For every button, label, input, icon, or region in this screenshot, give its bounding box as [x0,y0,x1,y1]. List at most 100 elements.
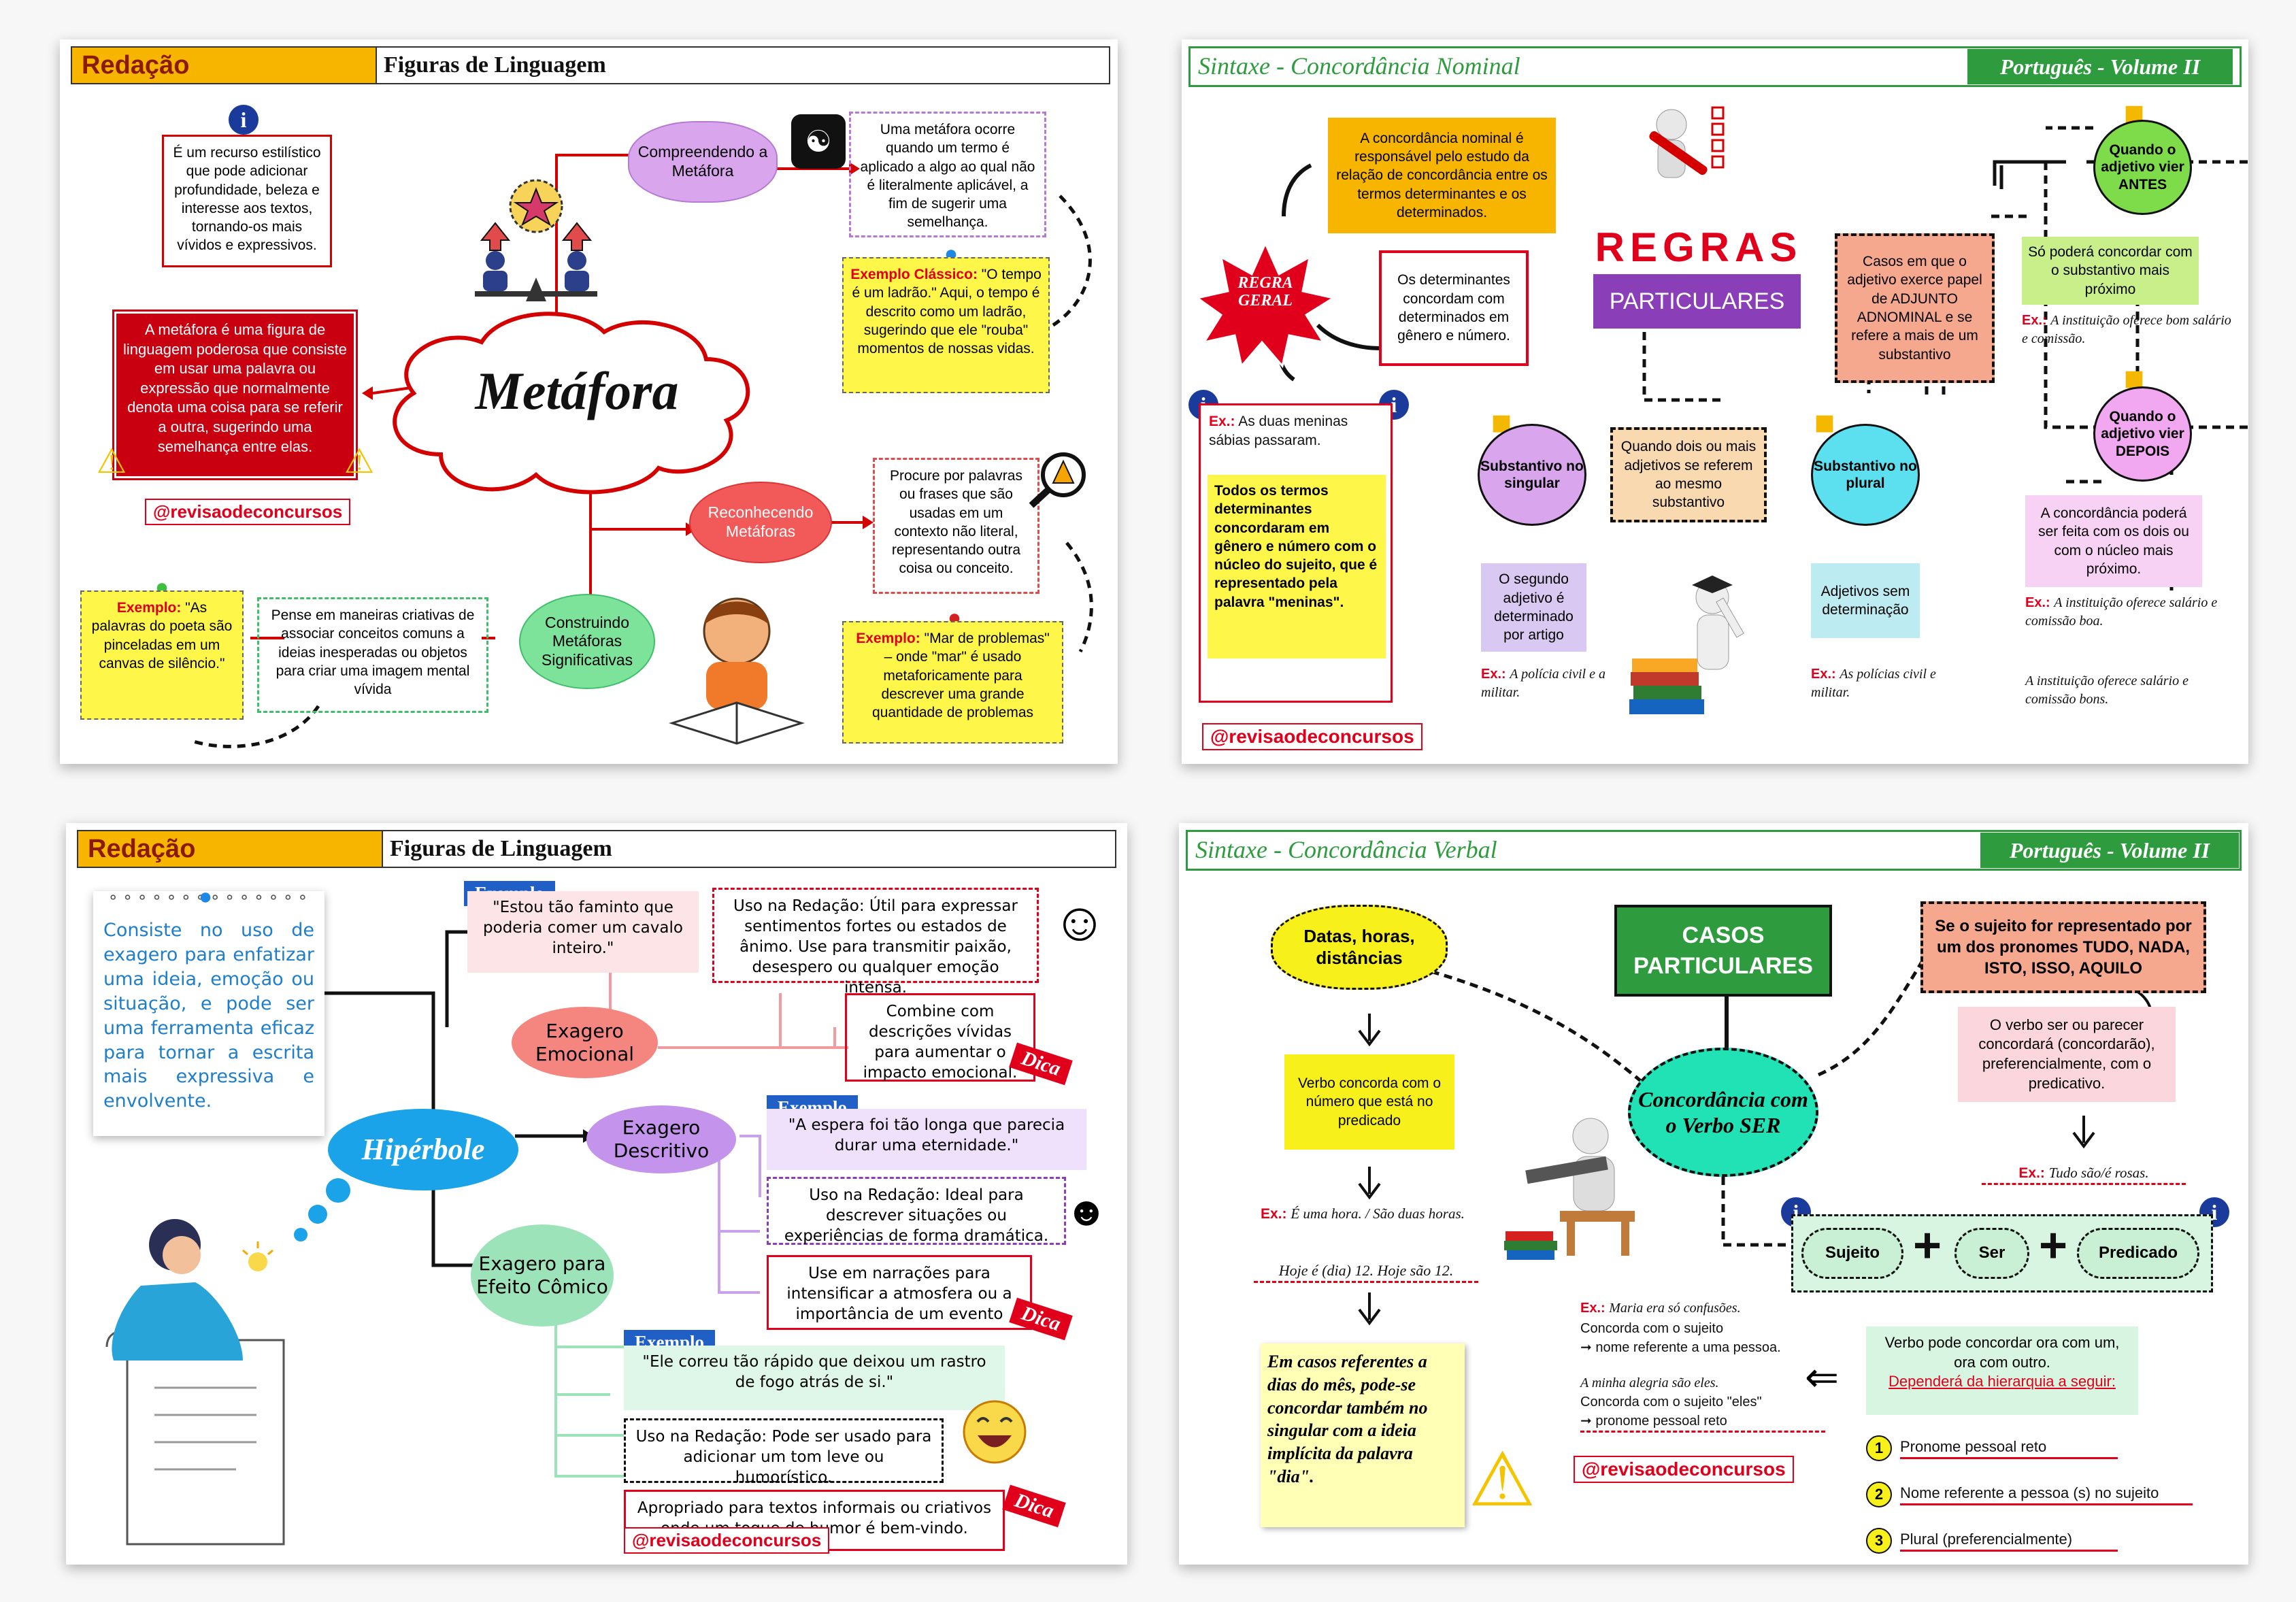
hierarchy-number-2: 2 [1866,1482,1892,1507]
ex-singular-text: A polícia civil e a militar. [1481,667,1605,700]
particulares-banner: PARTICULARES [1593,274,1801,329]
exemplo-mar-label: Exemplo: [856,631,920,646]
uso-comico-box: Uso na Redação: Pode ser usado para adic… [624,1418,944,1486]
ex-plural: Ex.: As polícias civil e militar. [1811,665,1947,702]
ex-alegria: A minha alegria são eles. [1580,1375,1719,1390]
node-reconhecendo: Reconhecendo Metáforas [689,482,832,563]
exemplo-mar-text: "Mar de problemas" – onde "mar" é usado … [871,631,1050,721]
verbo-pode-box: Verbo pode concordar ora com um, ora com… [1866,1326,2138,1415]
so-podera-box: Só poderá concordar com o substantivo ma… [2022,237,2199,305]
social-handle[interactable]: @revisaodeconcursos [1202,723,1422,750]
todos-termos-box: Todos os termos determinantes concordara… [1208,475,1386,658]
theater-masks-icon: ☻ [1065,1188,1108,1234]
page-title: Sintaxe - Concordância Nominal [1198,52,1520,80]
dependera-text: Dependerá da hierarquia a seguir: [1889,1373,2116,1390]
determinantes-box: Os determinantes concordam com determina… [1379,250,1529,366]
datas-cloud: Datas, horas, distâncias [1271,905,1448,990]
laughing-emoji-icon [957,1395,1032,1469]
ex-descritivo-box: "A espera foi tão longa que parecia dura… [767,1109,1086,1170]
ex-rosas-text: Tudo são/é rosas. [2048,1165,2149,1181]
node-compreendendo: Compreendendo a Metáfora [628,121,778,203]
starburst-badge [1194,240,1337,369]
panel-concordancia-nominal: Sintaxe - Concordância Nominal Português… [1182,39,2248,764]
notebook-definition-card [93,891,325,1136]
hiperbole-definition: Consiste no uso de exagero para enfatiza… [103,920,314,1112]
predicado-pill: Predicado [2077,1228,2199,1279]
exemplo-poeta-box: Exemplo: "As palavras do poeta são pince… [80,590,244,720]
pronome-reto-text: pronome pessoal reto [1595,1414,1727,1429]
woman-writing-icon [80,1204,365,1551]
verbo-numero-box: Verbo concorda com o número que está no … [1284,1054,1454,1150]
ex-comico-box: "Ele correu tão rápido que deixou um ras… [624,1346,1005,1410]
verbo-ser-central: Concordância com o Verbo SER [1628,1048,1818,1177]
definition-info-box: É um recurso estilístico que pode adicio… [162,135,332,267]
podera-feita-box: A concordância poderá ser feita com os d… [2025,495,2202,587]
thought-dots [277,1177,359,1258]
pushpin-icon: ● [198,883,213,910]
ex-hora-label: Ex.: [1261,1206,1287,1222]
nome-ref: ➞ nome referente a uma pessoa. [1580,1340,1781,1355]
title-bar [1188,46,2242,87]
ex-singular: Ex.: A polícia civil e a militar. [1481,665,1610,702]
quando-depois-node: Quando o adjetivo vier DEPOIS [2093,386,2192,482]
section-header: Redação [71,46,377,84]
ex-label: Ex.: [1209,414,1235,429]
node-exagero-emocional: Exagero Emocional [512,1007,658,1078]
segundo-adj-box: O segundo adjetivo é determinado por art… [1481,563,1586,652]
social-handle[interactable]: @revisaodeconcursos [145,499,351,525]
subject-header: Figuras de Linguagem [382,830,1116,868]
social-handle[interactable]: @revisaodeconcursos [1574,1456,1794,1483]
reconhecendo-text-box: Procure por palavras ou frases que são u… [873,458,1039,594]
verbo-pode-text: Verbo pode concordar ora com um, ora com… [1884,1334,2120,1371]
node-exagero-comico: Exagero para Efeito Cômico [471,1224,614,1326]
balance-scale-icon [461,176,611,312]
hierarchy-number-1: 1 [1866,1435,1892,1461]
page-title: Sintaxe - Concordância Verbal [1195,836,1497,863]
intro-box: A concordância nominal é responsável pel… [1328,118,1556,233]
exemplo-mar-box: Exemplo: "Mar de problemas" – onde "mar"… [842,621,1063,744]
warning-icon: ⚠ [96,442,127,480]
graduate-books-icon [1624,570,1774,720]
social-handle[interactable]: @revisaodeconcursos [624,1527,830,1554]
ex-antes-text: A instituição oferece bom salário e comi… [2022,313,2231,346]
definition-main-box: A metáfora é uma figura de linguagem pod… [112,310,358,480]
uso-descritivo-box: Uso na Redação: Ideal para descrever sit… [767,1177,1066,1245]
ex-label: Ex.: [2025,595,2050,610]
hoje-text: Hoje é (dia) 12. Hoje são 12. [1254,1261,1478,1283]
hierarchy-item-3: Plural (preferencialmente) [1900,1529,2118,1552]
ser-pill: Ser [1954,1228,2029,1279]
ex-label: Ex.: [1481,667,1506,682]
exemplo-poeta-label: Exemplo: [116,600,182,616]
concorda-eles: Concorda com o sujeito "eles" [1580,1395,1762,1409]
casos-dias-note: Em casos referentes a dias do mês, pode-… [1261,1344,1465,1527]
compreendendo-text-box: Uma metáfora ocorre quando um termo é ap… [849,112,1046,237]
regras-title: REGRAS [1595,224,1803,270]
concorda-sujeito: Concorda com o sujeito [1580,1321,1724,1336]
notebook-rings: ⚬⚬⚬⚬⚬⚬⚬⚬⚬⚬⚬⚬⚬⚬ [106,890,312,907]
anxious-person-icon: ☺ [1052,891,1108,952]
quando-dois-box: Quando dois ou mais adjetivos se referem… [1610,427,1767,522]
panel-hiperbole: Redação Figuras de Linguagem [66,823,1127,1565]
child-reading-icon [659,584,815,747]
dica-emocional-box: Combine com descrições vívidas para aume… [845,993,1035,1082]
hierarchy-number-3: 3 [1866,1528,1892,1554]
ex-hora: Ex.: É uma hora. / São duas horas. [1261,1204,1485,1224]
subst-plural-node: Substantivo no plural [1811,424,1920,526]
left-arrow-icon: ⇐ [1804,1354,1840,1400]
plus-sign: + [1912,1218,1942,1273]
se-sujeito-box: Se o sujeito for representado por um dos… [1920,901,2206,993]
exemplo-classico-box: Exemplo Clássico: "O tempo é um ladrão."… [842,257,1050,393]
person-reading-icon [1499,1109,1662,1265]
ex-maria: Ex.: Maria era só confusões. [1580,1299,1852,1318]
people-connection-icon: ☯ [791,114,846,169]
exemplo-poeta-text: "As palavras do poeta são pinceladas em … [91,600,233,671]
subject-header: Figuras de Linguagem [376,46,1110,84]
magnifier-warning-icon [1026,448,1094,509]
warning-icon: ⚠ [344,442,375,480]
exemplo-classico-label: Exemplo Clássico: [850,267,978,282]
volume-tag: Português - Volume II [1980,833,2239,868]
regra-geral-label: REGRA GERAL [1237,274,1293,310]
ex-depois-text: A instituição oferece salário e comissão… [2025,595,2218,629]
info-icon: i [229,105,259,135]
ex1: Ex.: As duas meninas sábias passaram. [1209,412,1386,451]
